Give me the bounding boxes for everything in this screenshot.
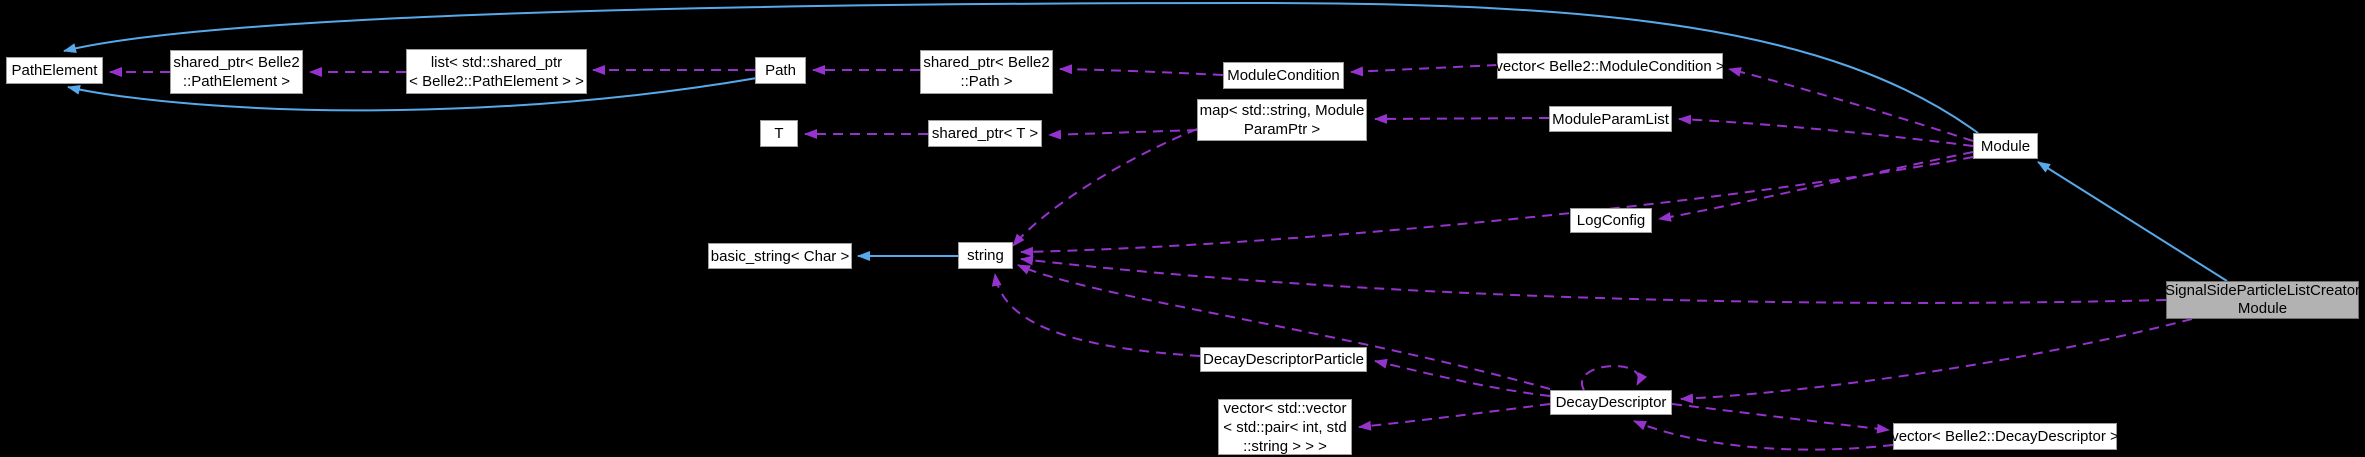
node-label: ::PathElement > bbox=[182, 73, 291, 90]
node-decay-descriptor[interactable]: DecayDescriptor bbox=[1550, 390, 1672, 415]
node-label: < Belle2::PathElement > > bbox=[409, 72, 584, 90]
edge-signalside-to-string bbox=[1020, 255, 2167, 304]
node-label: T bbox=[774, 125, 784, 142]
edge-vector-decaydescriptor-to-decaydescriptor bbox=[1633, 420, 1894, 451]
node-shared-ptr-path[interactable]: shared_ptr< Belle2 ::Path > bbox=[920, 50, 1053, 94]
node-decay-descriptor-particle[interactable]: DecayDescriptorParticle bbox=[1200, 347, 1367, 372]
node-label: string bbox=[967, 247, 1004, 264]
edge-module-to-vector-modulecondition bbox=[1728, 67, 1974, 142]
edge-map-to-string bbox=[1012, 128, 1198, 247]
edge-signalside-to-decaydescriptor bbox=[1680, 318, 2193, 404]
node-label: LogConfig bbox=[1576, 212, 1646, 229]
edge-map-to-sharedptr-t bbox=[1048, 129, 1198, 140]
node-basic-string-char[interactable]: basic_string< Char > bbox=[708, 243, 852, 269]
edge-module-to-string bbox=[1020, 156, 1974, 257]
edge-vector-modulecondition-to-modulecondition bbox=[1350, 64, 1498, 77]
node-label: ModuleCondition bbox=[1227, 67, 1340, 84]
node-label: vector< Belle2::DecayDescriptor > bbox=[1891, 428, 2119, 445]
node-path[interactable]: Path bbox=[755, 57, 806, 84]
node-label: Module bbox=[2237, 300, 2288, 317]
edge-decaydescriptor-self-loop bbox=[1581, 364, 1648, 391]
edge-module-to-moduleparamlist bbox=[1678, 114, 1974, 147]
edge-module-to-pathelement bbox=[63, 1, 1979, 134]
node-string[interactable]: string bbox=[958, 242, 1013, 269]
node-label: DecayDescriptorParticle bbox=[1203, 351, 1364, 368]
node-label: shared_ptr< Belle2 bbox=[173, 54, 300, 71]
edge-module-to-logconfig bbox=[1658, 151, 1974, 222]
node-label: ParamPtr > bbox=[1243, 121, 1321, 138]
node-shared-ptr-t[interactable]: shared_ptr< T > bbox=[928, 120, 1042, 147]
edge-decaydescriptor-to-vector-pair bbox=[1358, 403, 1551, 431]
edge-modulecondition-to-sharedptr-path bbox=[1059, 64, 1224, 76]
node-label: basic_string< Char > bbox=[710, 247, 850, 265]
node-label: Path bbox=[765, 62, 796, 79]
node-label: vector< Belle2::ModuleCondition > bbox=[1495, 57, 1725, 75]
edge-path-to-pathelement bbox=[67, 77, 758, 112]
node-log-config[interactable]: LogConfig bbox=[1570, 208, 1652, 233]
node-label: vector< std::vector bbox=[1223, 399, 1347, 417]
node-path-element[interactable]: PathElement bbox=[6, 57, 103, 84]
node-label: ::Path > bbox=[960, 73, 1013, 90]
node-label: map< std::string, Module bbox=[1199, 102, 1365, 119]
edge-signalside-to-module bbox=[2037, 161, 2228, 282]
node-module-param-list[interactable]: ModuleParamList bbox=[1549, 106, 1672, 132]
node-label: Module bbox=[1980, 137, 2031, 155]
node-shared-ptr-path-element[interactable]: shared_ptr< Belle2 ::PathElement > bbox=[170, 50, 303, 94]
node-label: DecayDescriptor bbox=[1555, 394, 1667, 411]
node-label: < std::pair< int, std bbox=[1223, 418, 1347, 436]
node-label: list< std::shared_ptr bbox=[430, 53, 563, 71]
node-label: PathElement bbox=[11, 62, 98, 79]
node-vector-module-condition[interactable]: vector< Belle2::ModuleCondition > bbox=[1495, 53, 1725, 79]
node-vector-pair-int-string[interactable]: vector< std::vector < std::pair< int, st… bbox=[1218, 399, 1352, 455]
node-module[interactable]: Module bbox=[1973, 133, 2038, 159]
node-label: shared_ptr< T > bbox=[931, 125, 1039, 142]
node-vector-decay-descriptor[interactable]: vector< Belle2::DecayDescriptor > bbox=[1891, 423, 2119, 450]
edge-decaydescriptorparticle-to-string bbox=[991, 273, 1201, 357]
node-label: shared_ptr< Belle2 bbox=[923, 54, 1050, 71]
node-signal-side-particle-list-creator-module: SignalSideParticleListCreator Module bbox=[2164, 281, 2361, 319]
node-label: ::string > > > bbox=[1243, 437, 1327, 455]
edge-decaydescriptor-to-decaydescriptorparticle bbox=[1374, 358, 1551, 397]
edge-moduleparamlist-to-map bbox=[1374, 113, 1550, 124]
node-t[interactable]: T bbox=[760, 120, 798, 147]
node-label: SignalSideParticleListCreator bbox=[2164, 282, 2361, 299]
node-list-shared-ptr-path-element[interactable]: list< std::shared_ptr < Belle2::PathElem… bbox=[406, 49, 587, 94]
node-label: ModuleParamList bbox=[1552, 110, 1669, 128]
node-map-module-param[interactable]: map< std::string, Module ParamPtr > bbox=[1197, 99, 1367, 141]
edge-decaydescriptor-to-string bbox=[1017, 264, 1551, 390]
node-module-condition[interactable]: ModuleCondition bbox=[1223, 62, 1344, 89]
edge-decaydescriptor-to-vector-decaydescriptor bbox=[1671, 403, 1890, 434]
